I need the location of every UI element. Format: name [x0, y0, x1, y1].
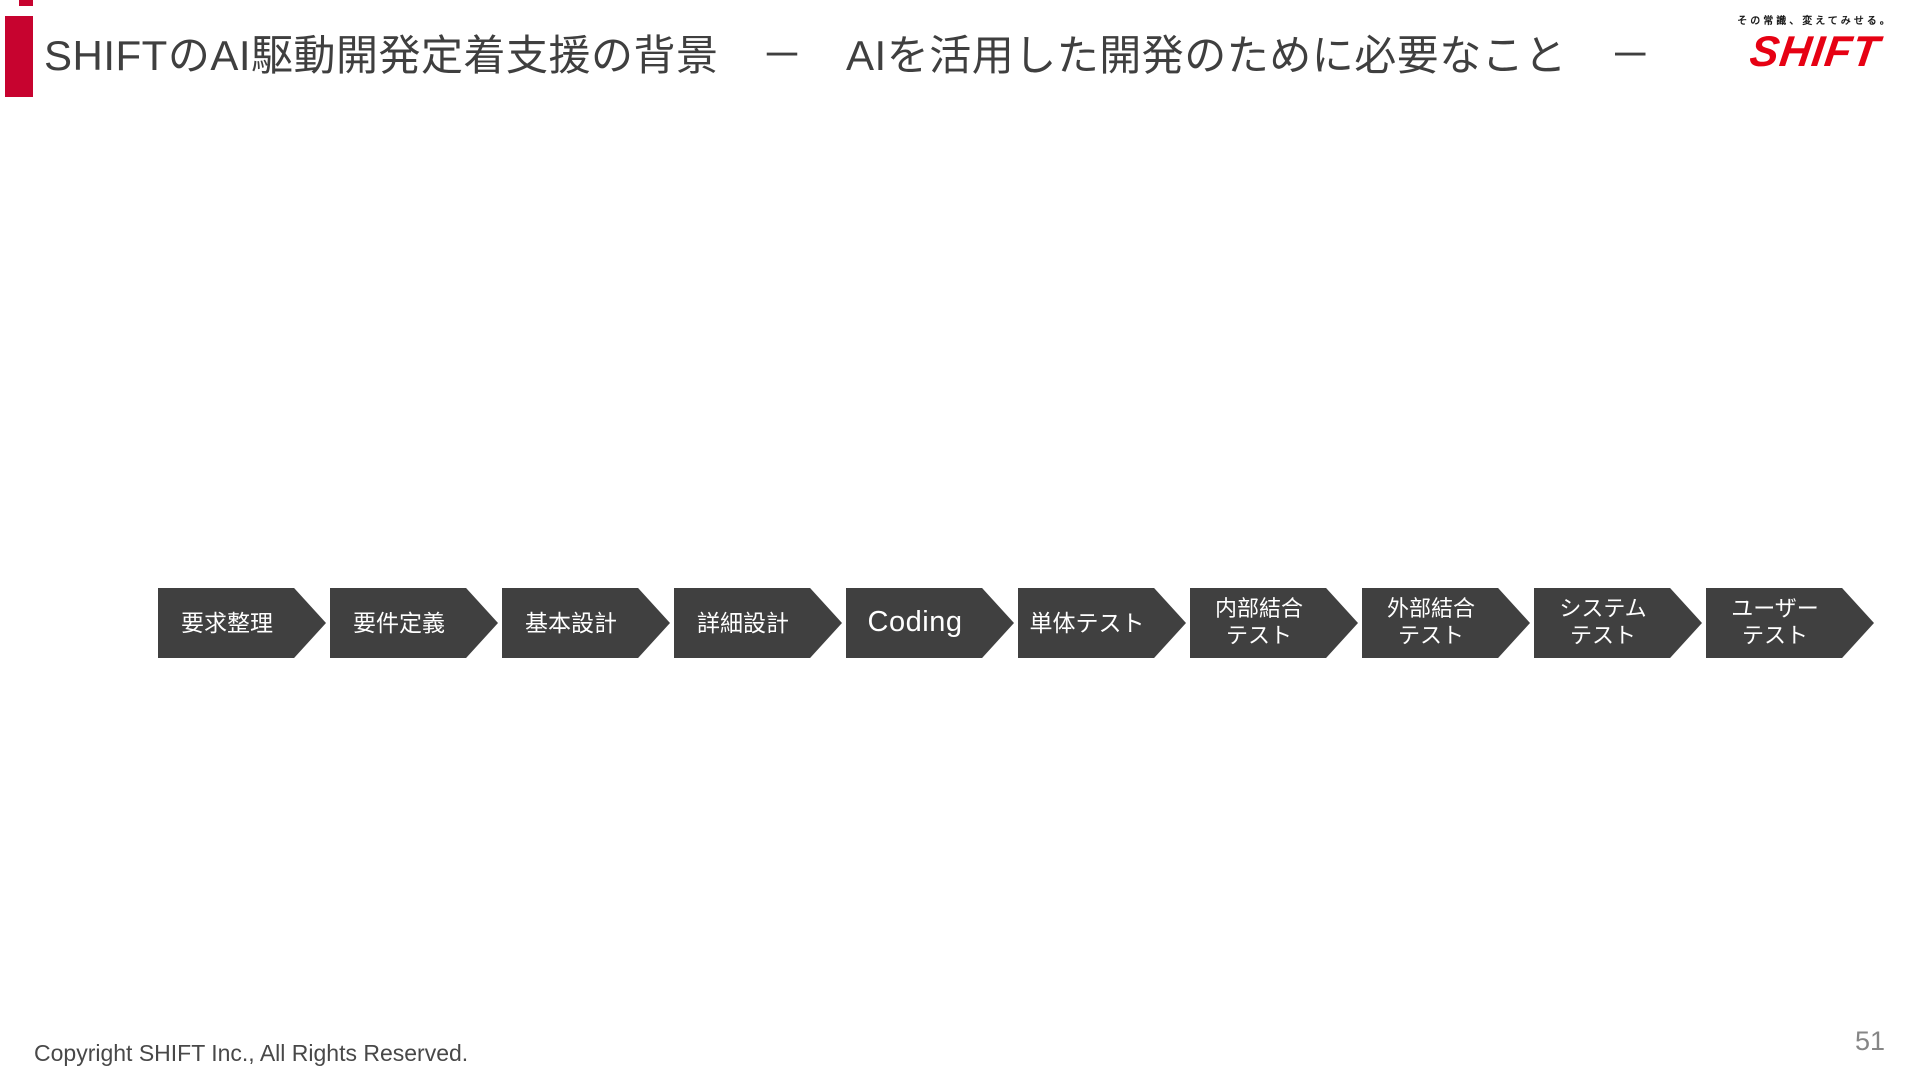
- title-accent-notch: [19, 0, 33, 6]
- process-step-system-test: システム テスト: [1534, 588, 1702, 658]
- shift-logo: その常識、変えてみせる。 SHIFT: [1730, 12, 1900, 76]
- process-step-user-test: ユーザー テスト: [1706, 588, 1874, 658]
- process-flow: 要求整理 要件定義 基本設計 詳細設計 Coding 単体テスト 内部結合 テス…: [158, 588, 1874, 658]
- process-step-coding: Coding: [846, 588, 1014, 658]
- slide-title: SHIFTのAI駆動開発定着支援の背景 － AIを活用した開発のために必要なこと…: [44, 32, 1652, 79]
- logo-tagline: その常識、変えてみせる。: [1737, 16, 1893, 27]
- process-step-basic-design: 基本設計: [502, 588, 670, 658]
- process-step-requirement-sorting: 要求整理: [158, 588, 326, 658]
- process-step-internal-integration-test: 内部結合 テスト: [1190, 588, 1358, 658]
- copyright-text: Copyright SHIFT Inc., All Rights Reserve…: [34, 1040, 469, 1066]
- title-accent-bar: [5, 16, 33, 97]
- process-step-external-integration-test: 外部結合 テスト: [1362, 588, 1530, 658]
- logo-wordmark: SHIFT: [1747, 28, 1883, 76]
- process-step-detailed-design: 詳細設計: [674, 588, 842, 658]
- process-step-requirement-definition: 要件定義: [330, 588, 498, 658]
- page-number: 51: [1855, 1026, 1886, 1056]
- process-step-unit-test: 単体テスト: [1018, 588, 1186, 658]
